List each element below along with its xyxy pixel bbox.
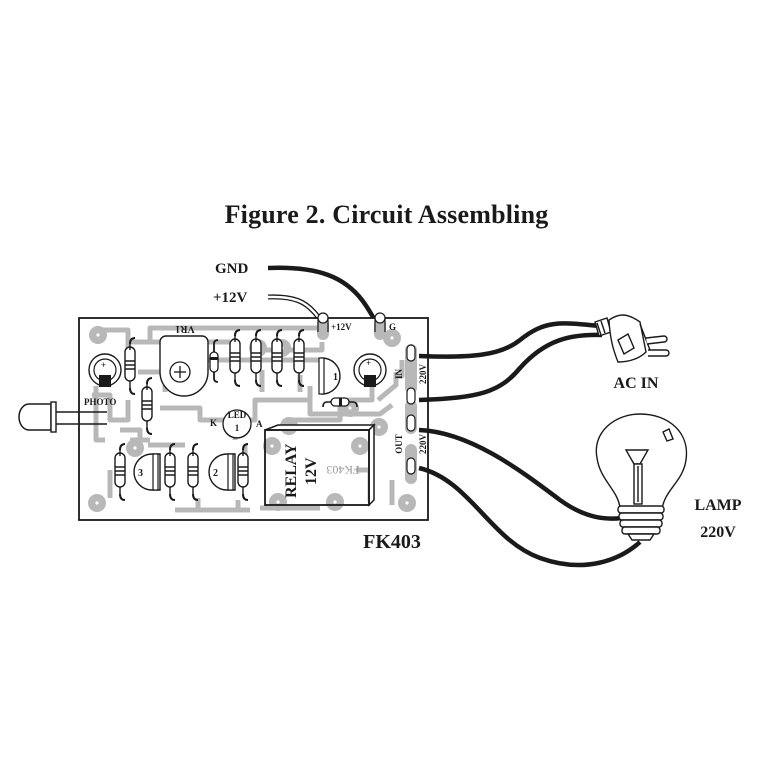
v12-label: +12V — [213, 290, 248, 306]
photo-label: PHOTO — [84, 397, 116, 407]
gnd-label: GND — [215, 261, 249, 277]
ac-in-label: AC IN — [614, 375, 659, 392]
relay-label: RELAY — [283, 443, 300, 498]
solder-pad — [126, 439, 144, 457]
led-number: 1 — [235, 423, 240, 433]
lamp-wire-1 — [418, 427, 623, 521]
lamp-label: LAMP — [694, 497, 741, 514]
ac-plug — [594, 314, 670, 363]
relay-voltage: 12V — [303, 457, 320, 485]
mounting-pad — [398, 494, 416, 512]
photo-sensor — [18, 401, 107, 433]
led-k-label: K — [210, 418, 217, 428]
board-name: FK403 — [363, 531, 421, 553]
transistor-1-label: 1 — [333, 372, 338, 383]
mounting-pad — [88, 494, 106, 512]
cap-left-plus: + — [101, 360, 106, 370]
vr1-potentiometer — [159, 335, 209, 397]
lamp-wire-2 — [418, 465, 642, 568]
transistor-1: 1 — [318, 357, 341, 395]
transistor-3: 3 — [133, 453, 161, 491]
in-voltage-label: 220V — [418, 364, 428, 385]
mirror-board-text: FK403 — [326, 463, 359, 477]
pad-12v-label: +12V — [331, 322, 352, 332]
solder-pad — [351, 437, 369, 455]
cap-right-plus: + — [366, 358, 371, 368]
capacitor-right: + — [353, 353, 387, 387]
lamp-bulb — [595, 413, 688, 541]
lamp-voltage: 220V — [700, 524, 736, 541]
out-voltage-label: 220V — [418, 434, 428, 455]
led-1: LED 1 K A — [210, 409, 263, 439]
pcb-board: +12V G + + VR1 — [78, 312, 429, 521]
diode-1 — [209, 339, 219, 383]
transistor-2-label: 2 — [213, 468, 218, 479]
transistor-2: 2 — [208, 453, 236, 491]
mounting-pad — [89, 326, 107, 344]
in-label: IN — [394, 369, 404, 380]
pad-12v — [317, 312, 329, 340]
ac-in-wire-1 — [418, 321, 601, 359]
relay: RELAY 12V FK403 — [264, 423, 376, 507]
terminal-block — [405, 344, 417, 484]
transistor-3-label: 3 — [138, 468, 143, 479]
pad-g — [374, 312, 386, 340]
capacitor-left: + — [88, 353, 122, 387]
vr1-label: VR1 — [175, 323, 194, 334]
diode-2 — [322, 397, 358, 408]
led-label: LED — [228, 410, 247, 420]
out-label: OUT — [394, 434, 404, 454]
pad-g-label: G — [389, 322, 396, 332]
ac-in-wire-2 — [418, 332, 603, 403]
solder-pad — [326, 493, 344, 511]
figure-title: Figure 2. Circuit Assembling — [224, 200, 549, 229]
led-a-label: A — [256, 419, 263, 429]
